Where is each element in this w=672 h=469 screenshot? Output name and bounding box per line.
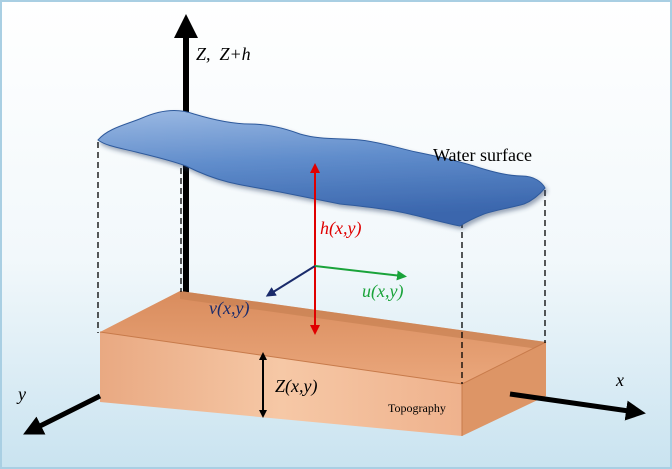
- v-velocity-label: v(x,y): [209, 298, 249, 319]
- x-axis: [509, 391, 646, 421]
- topography-front-face: [100, 332, 462, 436]
- topography-top-face: [100, 291, 546, 384]
- topography-label: Topography: [388, 401, 446, 415]
- y-axis-label: y: [16, 384, 26, 404]
- y-axis: [23, 393, 102, 435]
- x-axis-label: x: [615, 370, 624, 390]
- u-velocity-arrow: [314, 265, 407, 281]
- u-velocity-label: u(x,y): [362, 281, 403, 302]
- topography-side-face: [462, 342, 546, 436]
- v-velocity-arrow: [265, 265, 316, 297]
- water-surface-label: Water surface: [433, 145, 532, 165]
- water-surface-sheet: [97, 110, 546, 227]
- depth-label: h(x,y): [320, 218, 361, 239]
- topography-back-wall: [180, 291, 546, 350]
- z-axis-label: Z, Z+h: [196, 44, 251, 64]
- bed-elevation-label: Z(x,y): [275, 376, 317, 397]
